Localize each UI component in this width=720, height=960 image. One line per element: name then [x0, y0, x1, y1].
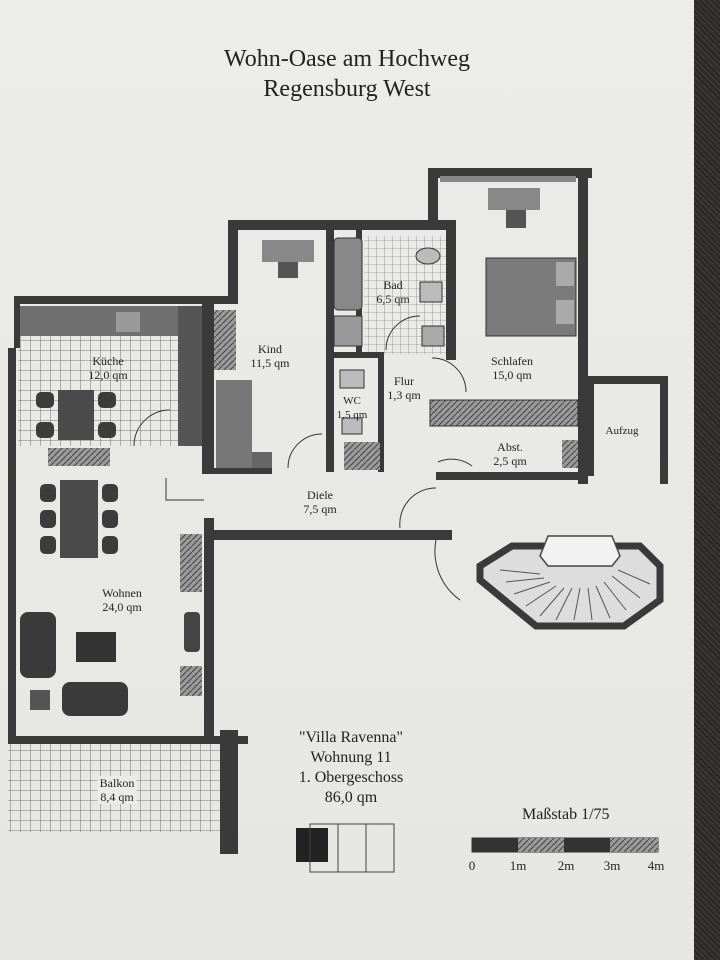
title-line-2: Regensburg West: [263, 76, 431, 102]
washbasin-icon: [419, 281, 443, 303]
room-name: Bad: [383, 278, 403, 292]
dining-table: [60, 480, 98, 558]
room-diele: Diele 7,5 qm: [303, 488, 336, 516]
floor-plan-sheet: Wohn-Oase am Hochweg Regensburg West: [0, 0, 694, 960]
room-area: 1,5 qm: [336, 409, 368, 421]
room-name: Kind: [257, 342, 282, 356]
walls: [8, 168, 668, 854]
wc-basin: [339, 369, 365, 389]
room-name: Flur: [393, 374, 414, 388]
room-name: Abst.: [497, 440, 523, 454]
title-line-1: Wohn-Oase am Hochweg: [224, 46, 470, 72]
floor-level: 1. Obergeschoss: [298, 769, 404, 786]
room-name: WC: [343, 395, 361, 407]
kitchen-shelf: [48, 448, 110, 466]
abst-shelf: [562, 440, 578, 468]
room-area: 7,5 qm: [303, 502, 337, 516]
bathtub: [333, 237, 363, 311]
dining-chairs: [40, 484, 118, 554]
sofa: [20, 612, 56, 678]
kid-chair: [278, 262, 298, 278]
kid-desk: [262, 240, 314, 262]
scale-tick: 4m: [647, 858, 665, 873]
room-schlafen: Schlafen 15,0 qm: [491, 354, 533, 382]
armchairs: [62, 682, 128, 716]
scale-bar: [471, 837, 659, 853]
pillow: [556, 262, 574, 286]
room-area: 2,5 qm: [493, 454, 527, 468]
bedroom-chair: [506, 210, 526, 228]
room-balkon: Balkon 8,4 qm: [97, 776, 137, 804]
shower-tray: [333, 315, 363, 347]
cabinet: [180, 666, 202, 696]
room-flur: Flur 1,3 qm: [387, 374, 420, 402]
background-fabric: [694, 0, 720, 960]
coffee-table: [76, 632, 116, 662]
tv-unit: [184, 612, 200, 652]
bedroom-desk: [488, 188, 540, 210]
total-area: 86,0 qm: [324, 789, 378, 806]
room-name: Küche: [92, 354, 124, 368]
room-area: 1,3 qm: [387, 388, 421, 402]
room-kind: Kind 11,5 qm: [251, 342, 290, 370]
room-kueche: Küche 12,0 qm: [88, 354, 127, 382]
side-table: [30, 690, 50, 710]
kid-bed: [216, 380, 252, 468]
room-name: Schlafen: [491, 354, 533, 368]
wc-shelf: [344, 442, 380, 470]
room-name: Wohnen: [102, 586, 142, 600]
scale-title: Maßstab 1/75: [522, 806, 610, 823]
room-wohnen: Wohnen 24,0 qm: [102, 586, 142, 614]
room-area: 11,5 qm: [250, 356, 290, 370]
scale-tick: 1m: [509, 858, 527, 873]
room-area: 15,0 qm: [492, 368, 532, 382]
wardrobe: [429, 399, 579, 427]
room-bad: Bad 6,5 qm: [376, 278, 409, 306]
kitchen-counter: [20, 306, 202, 336]
kitchen-table: [58, 390, 94, 440]
unit-number: Wohnung 11: [310, 749, 392, 766]
door-swings: [133, 315, 473, 601]
room-aufzug: Aufzug: [606, 424, 639, 438]
washing-machine: [421, 325, 445, 347]
kitchen-chairs: [36, 392, 116, 438]
room-name: Aufzug: [605, 425, 639, 437]
staircase: [476, 535, 664, 630]
room-area: 24,0 qm: [102, 600, 142, 614]
sideboard: [180, 534, 202, 592]
room-name: Balkon: [99, 776, 135, 790]
room-area: 6,5 qm: [376, 292, 410, 306]
room-wc: WC 1,5 qm: [337, 394, 368, 422]
toilet-icon: [415, 247, 441, 265]
kitchen-counter-side: [178, 306, 202, 446]
pillow: [556, 300, 574, 324]
window: [440, 176, 576, 182]
apartment-info: "Villa Ravenna" Wohnung 11 1. Obergescho…: [266, 728, 436, 808]
key-plan-icon: [296, 823, 395, 873]
room-area: 12,0 qm: [88, 368, 128, 382]
room-abst: Abst. 2,5 qm: [493, 440, 526, 468]
room-name: Diele: [307, 488, 333, 502]
sink-icon: [116, 312, 140, 332]
building-name: "Villa Ravenna": [298, 729, 404, 746]
scale-tick: 2m: [557, 858, 575, 873]
wc-toilet: [341, 417, 363, 435]
scale-tick: 0: [468, 858, 476, 873]
kid-wardrobe: [214, 310, 236, 370]
room-area: 8,4 qm: [100, 790, 134, 804]
kid-nightstand: [252, 452, 272, 468]
scale-tick: 3m: [603, 858, 621, 873]
